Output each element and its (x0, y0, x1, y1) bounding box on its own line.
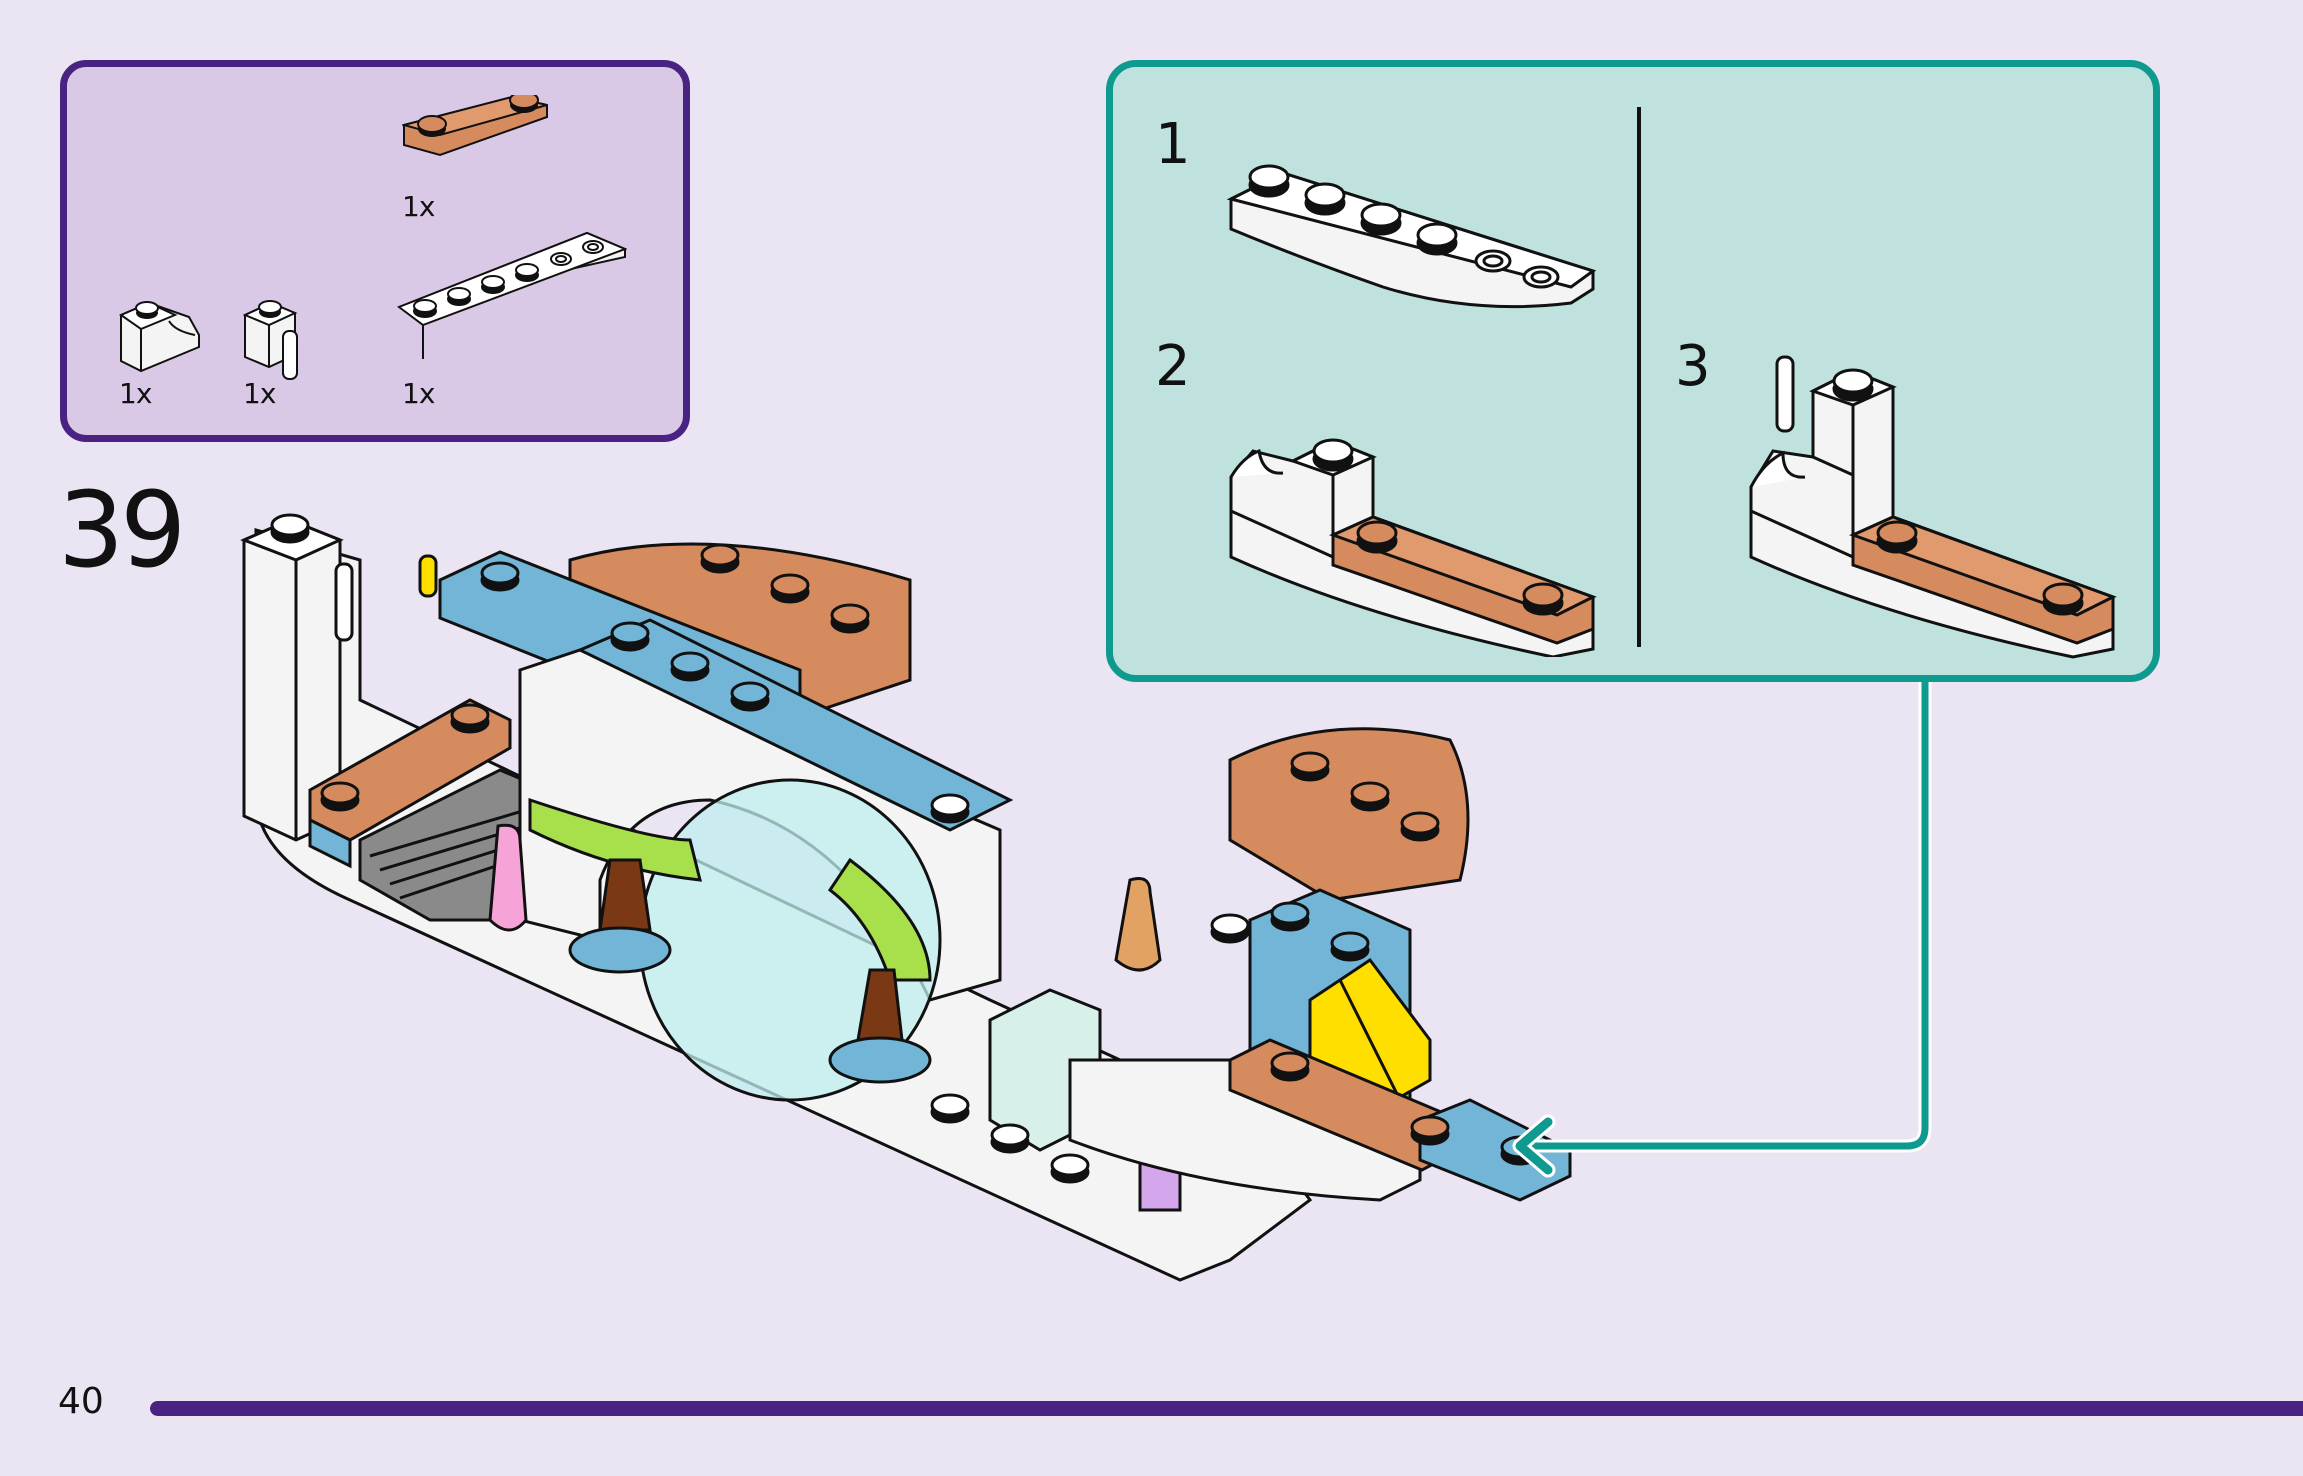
sub-step-2-illustration (1223, 417, 1603, 661)
build-progress-bar (150, 1401, 2303, 1416)
build-progress-fill (150, 1401, 2303, 1416)
sub-step-divider (1637, 107, 1641, 647)
sub-step-3-illustration (1743, 347, 2143, 671)
sub-step-number: 2 (1155, 334, 1191, 399)
sub-assembly-callout: 1 2 3 (1106, 60, 2160, 682)
part-white-brick-clip (243, 295, 313, 385)
parts-list-callout: 1x 1x 1x (60, 60, 690, 442)
part-quantity: 1x (402, 190, 435, 223)
main-model-illustration (230, 500, 1680, 1304)
sub-step-number: 1 (1155, 112, 1191, 177)
part-white-curved-slope (397, 227, 627, 377)
step-number: 39 (58, 469, 186, 591)
part-tan-plate (402, 95, 552, 167)
part-quantity: 1x (402, 377, 435, 410)
part-quantity: 1x (243, 377, 276, 410)
page-number: 40 (58, 1381, 104, 1422)
part-white-slope-1x2 (119, 295, 219, 375)
part-quantity: 1x (119, 377, 152, 410)
sub-step-1-illustration (1223, 147, 1603, 351)
sub-step-number: 3 (1675, 334, 1711, 399)
